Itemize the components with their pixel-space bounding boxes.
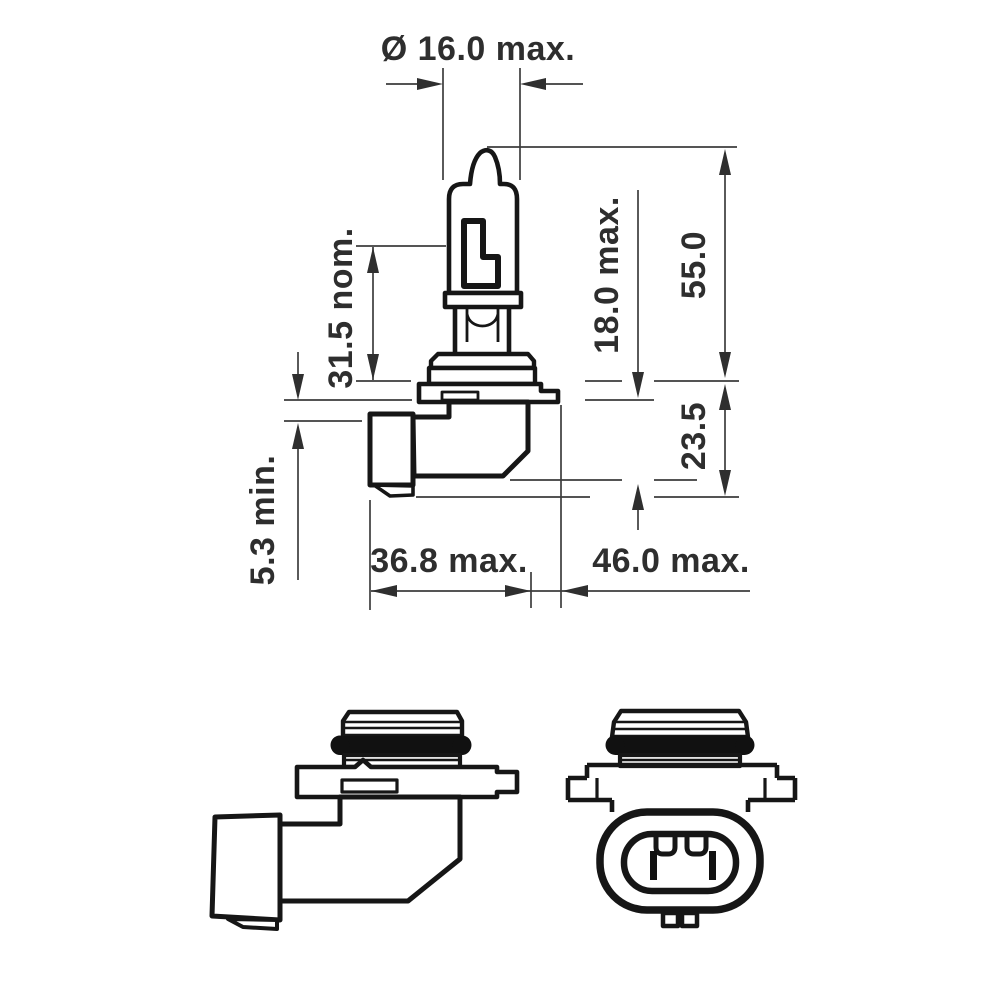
flange-band-2: [426, 365, 538, 387]
rear-flange-wings: [595, 778, 767, 800]
dim-label-diameter: Ø 16.0 max.: [381, 30, 576, 68]
dim-label-55-0: 55.0: [675, 231, 713, 299]
dim-label-23-5: 23.5: [675, 402, 713, 470]
base-column: [452, 307, 512, 355]
connector-left-block: [367, 411, 416, 488]
dim-label-36-8: 36.8 max.: [370, 542, 528, 580]
extension-lines: [284, 68, 739, 610]
cap-rear: [609, 708, 751, 740]
filament-shield: [461, 218, 501, 289]
cap-rear-ribs: [613, 720, 747, 731]
cap-ribs: [344, 720, 461, 730]
base-side-view: [209, 709, 520, 931]
cap: [340, 709, 465, 739]
o-ring: [330, 735, 472, 755]
connector-inner-oval: [620, 830, 740, 895]
dim-bottom-widths: [371, 585, 750, 597]
dimension-lines: [292, 78, 750, 597]
flange-key-notch: [440, 390, 480, 402]
connector-wedge: [372, 483, 415, 498]
bulb-outline: [367, 147, 561, 498]
connector-body: [410, 399, 531, 479]
dim-label-31-5: 31.5 nom.: [322, 227, 360, 388]
base-rear-view: [565, 708, 798, 929]
dim-label-18-0: 18.0 max.: [588, 196, 626, 354]
left-block-wedge: [226, 917, 279, 931]
dim-55-0: [719, 149, 731, 378]
neck-band: [442, 290, 524, 310]
dim-5-3: [292, 352, 304, 580]
body: [277, 794, 463, 904]
o-ring-rear: [605, 735, 755, 755]
flange: [294, 757, 520, 800]
flange-plate: [416, 381, 561, 405]
rear-body-sides: [609, 800, 751, 812]
dimension-labels: Ø 16.0 max. 31.5 nom. 18.0 max. 55.0 23.…: [244, 30, 750, 586]
dim-31-5: [367, 247, 379, 380]
connector-pins: [650, 851, 716, 880]
side-view-with-dimensions: Ø 16.0 max. 31.5 nom. 18.0 max. 55.0 23.…: [244, 30, 750, 610]
bottom-tab: [660, 910, 700, 929]
dim-diameter: [386, 78, 583, 90]
dim-label-46-0: 46.0 max.: [592, 542, 750, 580]
flange-key: [340, 778, 399, 794]
base-column-inner: [465, 307, 500, 342]
left-block: [209, 812, 283, 923]
connector-teeth: [653, 837, 709, 857]
dim-23-5: [719, 384, 731, 496]
rear-flange: [565, 762, 798, 803]
dim-label-5-3: 5.3 min.: [244, 455, 282, 586]
dim-18-0: [632, 190, 644, 530]
